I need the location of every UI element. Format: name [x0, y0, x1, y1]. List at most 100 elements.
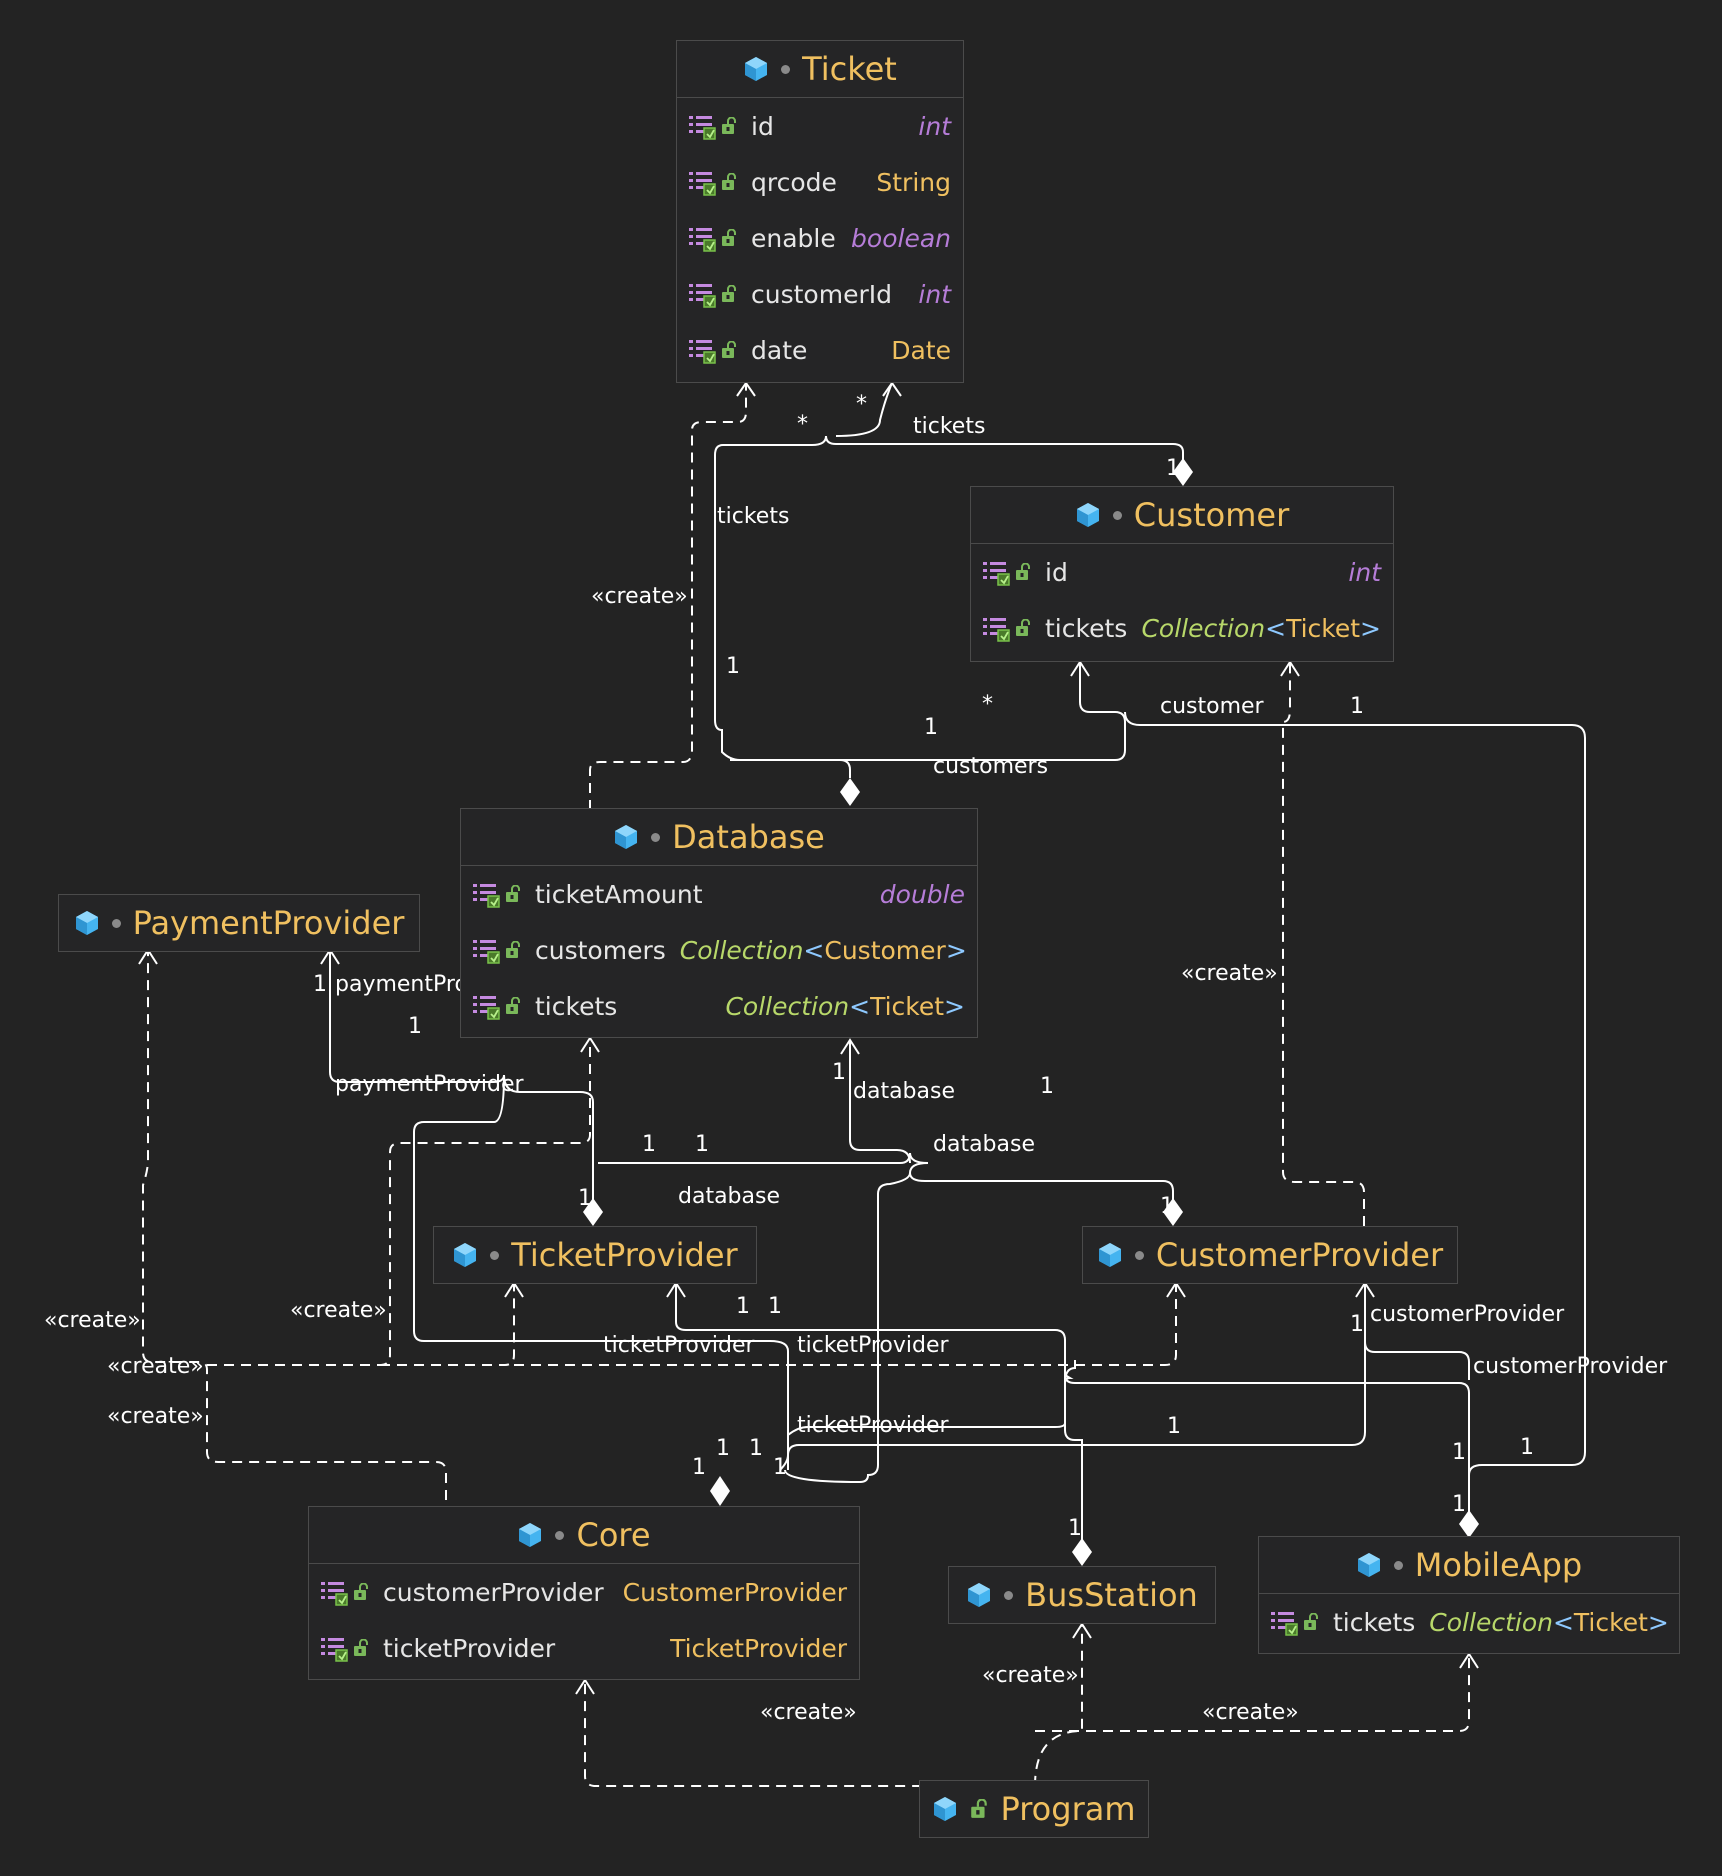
field-name: ticketAmount	[535, 879, 703, 909]
field-row[interactable]: tickets Collection<Ticket>	[1259, 1594, 1679, 1650]
package-dot-icon	[781, 64, 791, 74]
class-name: Customer	[1133, 496, 1290, 534]
edge-label-create: «create»	[1202, 1700, 1299, 1725]
edge-label-multiplicity: 1	[642, 1132, 656, 1157]
composition-diamonds	[583, 458, 1479, 1566]
class-core[interactable]: Core customerProvider CustomerProvider t…	[308, 1506, 860, 1680]
field-row[interactable]: customerId int	[677, 266, 963, 322]
edge-label-ticketProvider: ticketProvider	[603, 1333, 755, 1358]
field-row[interactable]: id int	[677, 98, 963, 154]
public-lock-icon	[721, 285, 737, 303]
field-icon	[981, 614, 1011, 642]
field-type: int	[918, 111, 951, 141]
class-name: PaymentProvider	[132, 904, 405, 942]
class-name: CustomerProvider	[1155, 1236, 1444, 1274]
field-icon	[471, 936, 501, 964]
edge-label-multiplicity: *	[856, 392, 867, 417]
field-type: int	[1348, 557, 1381, 587]
edge-label-create: «create»	[591, 584, 688, 609]
class-mobile-app[interactable]: MobileApp tickets Collection<Ticket>	[1258, 1536, 1680, 1654]
class-header: BusStation	[949, 1567, 1215, 1623]
field-row[interactable]: enable boolean	[677, 210, 963, 266]
class-header: PaymentProvider	[59, 895, 419, 951]
class-ticket[interactable]: Ticket id int qrcode String enable boole…	[676, 40, 964, 383]
class-name: Core	[576, 1516, 651, 1554]
public-lock-icon	[1015, 619, 1031, 637]
edge-label-create: «create»	[1181, 961, 1278, 986]
edge-label-multiplicity: 1	[1452, 1440, 1466, 1465]
edge-label-multiplicity: 1	[1167, 1414, 1181, 1439]
edge-label-multiplicity: 1	[924, 715, 938, 740]
field-row[interactable]: tickets Collection<Ticket>	[461, 978, 977, 1034]
edge-label-multiplicity: 1	[768, 1294, 782, 1319]
edge-label-tickets: tickets	[913, 414, 986, 439]
class-header: CustomerProvider	[1083, 1227, 1457, 1283]
class-ticket-provider[interactable]: TicketProvider	[433, 1226, 757, 1284]
edge-label-multiplicity: *	[982, 692, 993, 717]
edge-label-multiplicity: 1	[408, 1014, 422, 1039]
class-cube-icon	[1097, 1241, 1123, 1269]
edge-label-multiplicity: 1	[832, 1060, 846, 1085]
field-row[interactable]: ticketProvider TicketProvider	[309, 1620, 859, 1676]
public-lock-icon	[721, 117, 737, 135]
field-type: double	[879, 879, 965, 909]
class-cube-icon	[1075, 501, 1101, 529]
class-bus-station[interactable]: BusStation	[948, 1566, 1216, 1624]
field-row[interactable]: qrcode String	[677, 154, 963, 210]
edge-label-tickets: tickets	[717, 504, 790, 529]
class-header: MobileApp	[1259, 1537, 1679, 1594]
package-dot-icon	[1134, 1250, 1144, 1260]
field-row[interactable]: date Date	[677, 322, 963, 378]
field-name: date	[751, 335, 808, 365]
class-database[interactable]: Database ticketAmount double customers C…	[460, 808, 978, 1038]
class-cube-icon	[1356, 1551, 1382, 1579]
field-row[interactable]: customers Collection<Customer>	[461, 922, 977, 978]
edge-label-database: database	[853, 1079, 955, 1104]
class-header: Core	[309, 1507, 859, 1564]
edge-label-ticketProvider: ticketProvider	[797, 1413, 949, 1438]
edge-label-create: «create»	[107, 1404, 204, 1429]
field-name: customers	[535, 935, 666, 965]
package-dot-icon	[111, 918, 121, 928]
field-row[interactable]: customerProvider CustomerProvider	[309, 1564, 859, 1620]
field-row[interactable]: id int	[971, 544, 1393, 600]
field-icon	[471, 992, 501, 1020]
edge-label-multiplicity: 1	[1068, 1516, 1082, 1541]
field-name: enable	[751, 223, 836, 253]
field-row[interactable]: tickets Collection<Ticket>	[971, 600, 1393, 656]
class-customer[interactable]: Customer id int tickets Collection<Ticke…	[970, 486, 1394, 662]
field-icon	[319, 1634, 349, 1662]
class-name: Database	[672, 818, 825, 856]
edge-label-database: database	[933, 1132, 1035, 1157]
edge-label-multiplicity: 1	[1166, 456, 1180, 481]
edge-label-create: «create»	[290, 1298, 387, 1323]
package-dot-icon	[555, 1530, 565, 1540]
field-name: id	[1045, 557, 1068, 587]
class-cube-icon	[966, 1581, 992, 1609]
field-name: customerProvider	[383, 1577, 604, 1607]
field-type: CustomerProvider	[622, 1577, 847, 1607]
edge-label-multiplicity: 1	[1452, 1492, 1466, 1517]
field-name: customerId	[751, 279, 892, 309]
edge-label-create: «create»	[44, 1308, 141, 1333]
field-type: Collection<Ticket>	[1429, 1607, 1669, 1637]
edge-label-multiplicity: 1	[1350, 694, 1364, 719]
public-lock-icon	[353, 1583, 369, 1601]
class-header: Database	[461, 809, 977, 866]
field-icon	[687, 336, 717, 364]
edge-label-multiplicity: 1	[773, 1455, 787, 1480]
field-name: tickets	[535, 991, 618, 1021]
edge-label-database: database	[678, 1184, 780, 1209]
edge-label-multiplicity: *	[797, 412, 808, 437]
edge-label-customer: customer	[1160, 694, 1264, 719]
class-customer-provider[interactable]: CustomerProvider	[1082, 1226, 1458, 1284]
class-program[interactable]: Program	[919, 1780, 1149, 1838]
field-row[interactable]: ticketAmount double	[461, 866, 977, 922]
edge-label-customerProvider: customerProvider	[1473, 1354, 1668, 1379]
edge-label-multiplicity: 1	[736, 1294, 750, 1319]
edge-label-multiplicity: 1	[1350, 1312, 1364, 1337]
associations	[329, 382, 1586, 1540]
class-payment-provider[interactable]: PaymentProvider	[58, 894, 420, 952]
package-dot-icon	[1112, 510, 1122, 520]
field-icon	[687, 224, 717, 252]
